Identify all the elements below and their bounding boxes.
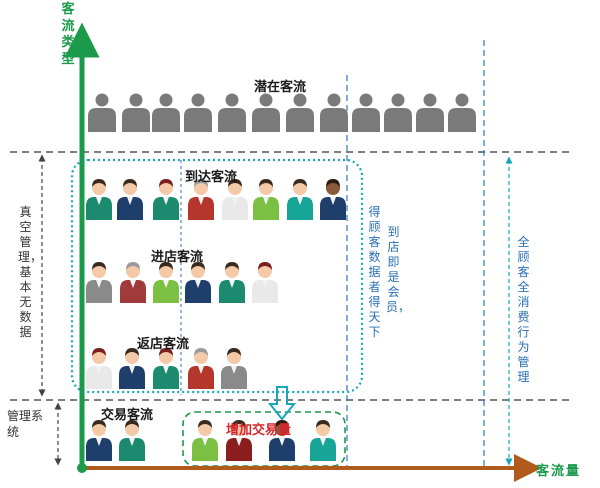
person-silhouette-icon	[352, 93, 380, 132]
row-label-arrival: 到达客流	[185, 170, 238, 185]
person-silhouette-icon	[252, 93, 280, 132]
customer-avatar-icon	[185, 262, 211, 303]
person-silhouette-icon	[88, 93, 116, 132]
person-silhouette-icon	[218, 93, 246, 132]
customer-avatar-icon	[86, 179, 112, 220]
person-silhouette-icon	[286, 93, 314, 132]
customer-avatar-icon	[320, 179, 346, 220]
customer-avatar-icon	[269, 420, 295, 461]
x-axis-label: 客流量	[536, 464, 582, 479]
down-arrow-icon	[267, 386, 297, 421]
customer-avatar-icon	[252, 262, 278, 303]
customer-avatar-icon	[119, 420, 145, 461]
data-wins-note: 得顾客数据者得天下	[368, 205, 381, 339]
person-silhouette-icon	[416, 93, 444, 132]
member-note: 到店即是会员，	[386, 225, 411, 314]
customer-avatar-icon	[219, 262, 245, 303]
customer-avatar-icon	[310, 420, 336, 461]
visitor-frame	[70, 158, 364, 394]
customer-avatar-icon	[86, 348, 112, 389]
row-label-transaction: 交易客流	[101, 408, 154, 423]
people-layer	[86, 93, 476, 461]
customer-avatar-icon	[86, 420, 112, 461]
customer-avatar-icon	[253, 179, 279, 220]
customer-avatar-icon	[153, 179, 179, 220]
customer-avatar-icon	[117, 179, 143, 220]
customer-avatar-icon	[222, 179, 248, 220]
vacuum-management-note: 真空管理，基本无数据	[18, 205, 43, 339]
row-label-potential: 潜在客流	[254, 80, 307, 95]
row-label-entering: 进店客流	[151, 250, 204, 265]
customer-avatar-icon	[188, 179, 214, 220]
increase-transactions-callout: 增加交易量	[226, 423, 292, 438]
customer-avatar-icon	[120, 262, 146, 303]
customer-avatar-icon	[287, 179, 313, 220]
customer-avatar-icon	[226, 420, 252, 461]
person-silhouette-icon	[320, 93, 348, 132]
customer-avatar-icon	[153, 262, 179, 303]
axis-origin	[77, 463, 87, 473]
management-system-note: 管理系统	[7, 409, 44, 439]
person-silhouette-icon	[152, 93, 180, 132]
customer-avatar-icon	[86, 262, 112, 303]
person-silhouette-icon	[122, 93, 150, 132]
customer-avatar-icon	[153, 348, 179, 389]
customer-avatar-icon	[119, 348, 145, 389]
y-axis-label: 客流类型	[61, 2, 75, 67]
customer-avatar-icon	[192, 420, 218, 461]
customer-avatar-icon	[221, 348, 247, 389]
row-label-returning: 返店客流	[137, 337, 190, 352]
person-silhouette-icon	[384, 93, 412, 132]
person-silhouette-icon	[184, 93, 212, 132]
full-management-note: 全顾客全消费行为管理	[517, 235, 530, 384]
customer-avatar-icon	[188, 348, 214, 389]
person-silhouette-icon	[448, 93, 476, 132]
